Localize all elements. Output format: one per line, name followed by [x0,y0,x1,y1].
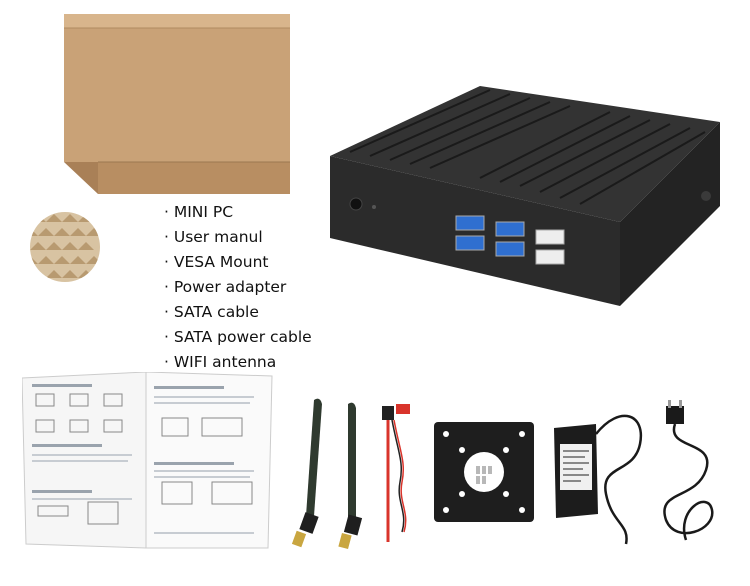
corrugated-texture-image [30,212,100,282]
vesa-mount-image [434,422,534,522]
list-item: · MINI PC [164,203,234,221]
wifi-antenna-image [338,402,363,550]
list-item: · SATA cable [164,303,259,321]
list-item: · WIFI antenna [164,353,277,371]
sata-cable-image [382,404,410,542]
list-item: · SATA power cable [164,328,312,346]
mini-pc-image [330,86,720,306]
power-cord-image [663,400,714,541]
power-adapter-image [554,414,643,545]
package-contents-list: · MINI PC · User manul · VESA Mount · Po… [164,200,344,375]
list-item: · User manul [164,228,263,246]
list-item: · VESA Mount [164,253,269,271]
list-item: · Power adapter [164,278,287,296]
cardboard-box-image [64,14,290,194]
wifi-antenna-image [291,398,322,548]
user-manual-image [22,372,273,549]
